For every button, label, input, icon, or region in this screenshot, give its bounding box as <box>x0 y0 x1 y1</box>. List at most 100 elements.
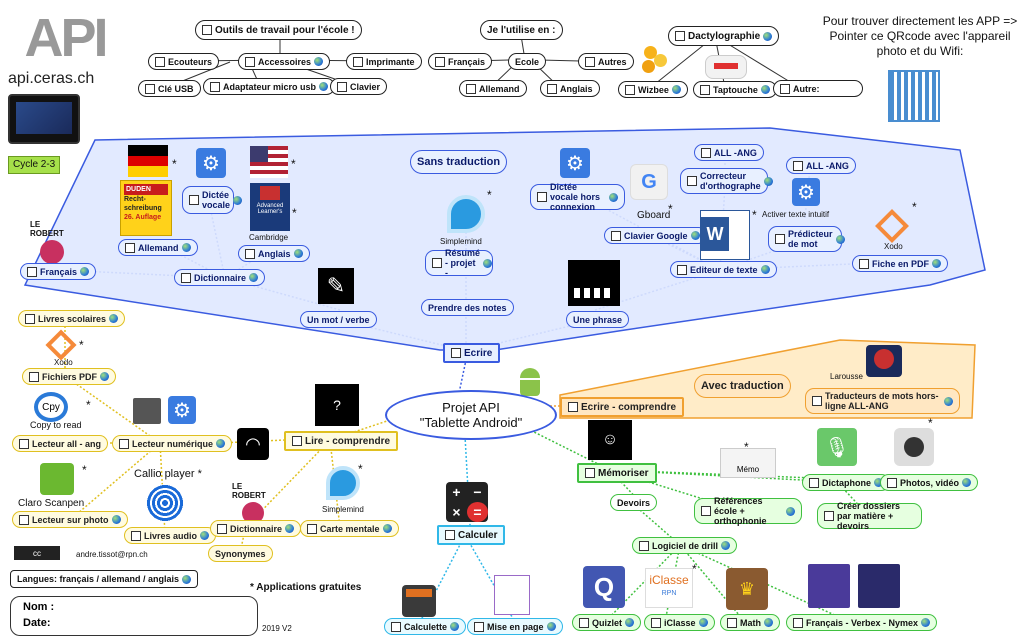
dictee-hors-node[interactable]: Dictée vocale hors connexion <box>530 182 625 212</box>
francais-top-node[interactable]: Français <box>428 53 493 70</box>
calculer-root-node[interactable]: Calculer <box>437 525 506 545</box>
flag-germany-icon <box>128 145 168 177</box>
reading-person-icon: ? <box>315 384 359 426</box>
livres-scolaires-node[interactable]: Livres scolaires <box>18 310 126 327</box>
calculette-node[interactable]: Calculette <box>384 618 467 635</box>
gear-icon: ⚙ <box>792 178 820 206</box>
autres-node[interactable]: Autres <box>578 53 634 70</box>
quizlet-logo: Q <box>583 566 625 608</box>
fiche-pdf-node[interactable]: Fiche en PDF <box>852 255 949 272</box>
resume-node[interactable]: Résumé - projet - <box>425 248 493 278</box>
xodo-logo <box>875 209 912 243</box>
robert-logo: LE ROBERT <box>30 220 74 264</box>
anglais-node[interactable]: Anglais <box>238 245 310 262</box>
wizbee-node[interactable]: Wizbee <box>618 81 688 98</box>
allemand-node[interactable]: Allemand <box>118 239 198 256</box>
copy-label: Copy to read <box>30 420 82 430</box>
sans-traduction-node[interactable]: Sans traduction <box>410 150 508 174</box>
creer-dossiers-node[interactable]: Créer dossiers par matière + devoirs <box>817 501 922 531</box>
traducteurs-node[interactable]: Traducteurs de mots hors-ligne ALL-ANG <box>805 388 960 414</box>
carte-mentale-node[interactable]: Carte mentale <box>300 520 399 537</box>
outils-title[interactable]: Outils de travail pour l'école ! <box>195 20 362 40</box>
calculette-icon <box>402 585 436 617</box>
dictionnaire-lire-node[interactable]: Dictionnaire <box>210 520 302 537</box>
ecole-node[interactable]: Ecole <box>508 53 547 70</box>
free-star: * <box>912 200 917 214</box>
predicteur-node[interactable]: Prédicteur de mot <box>768 226 845 252</box>
cle-usb-node[interactable]: Clé USB <box>138 80 201 97</box>
lecteur-photo-node[interactable]: Lecteur sur photo <box>12 511 128 528</box>
all-ang-1-node[interactable]: ALL -ANG <box>694 144 764 161</box>
memo-icon: Mémo <box>720 448 776 478</box>
free-star: * <box>692 562 697 576</box>
center-node[interactable]: Projet API "Tablette Android" <box>385 390 557 440</box>
dictionnaire-node[interactable]: Dictionnaire <box>174 269 266 286</box>
synonymes-node[interactable]: Synonymes <box>208 545 273 562</box>
dictaphone-node[interactable]: Dictaphone <box>802 474 891 491</box>
all-ang-2-node[interactable]: ALL -ANG <box>786 157 856 174</box>
mise-en-page-icon <box>494 575 530 615</box>
name-date-box[interactable]: Nom : Date: <box>10 596 258 636</box>
devoirs-node[interactable]: Devoirs <box>610 494 658 511</box>
iclasse-logo: iClasse RPN <box>645 568 693 608</box>
pencil-icon: ✎ <box>318 268 354 304</box>
memoriser-root-node[interactable]: Mémoriser <box>577 463 657 483</box>
utilise-title[interactable]: Je l'utilise en : <box>480 20 563 40</box>
references-node[interactable]: Références école + orthophonie <box>694 496 802 526</box>
lecteur-all-node[interactable]: Lecteur all - ang <box>12 435 109 452</box>
quizlet-node[interactable]: Quizlet <box>572 614 642 631</box>
robert-logo: LE ROBERT <box>232 482 274 524</box>
free-star: * <box>752 208 757 222</box>
activer-label: Activer texte intuitif <box>762 210 830 219</box>
free-star: * <box>487 188 492 202</box>
advanced-learners-icon: Advanced Learner's <box>250 183 290 231</box>
taptouche-node[interactable]: Taptouche <box>693 81 777 98</box>
dactylo-title[interactable]: Dactylographie <box>668 26 780 46</box>
accessoires-node[interactable]: Accessoires <box>238 53 331 70</box>
checkbox[interactable] <box>202 25 212 35</box>
photos-node[interactable]: Photos, vidéo <box>880 474 979 491</box>
allemand-top-node[interactable]: Allemand <box>459 80 527 97</box>
autre-node[interactable]: Autre: <box>773 80 863 97</box>
ecrire-comprendre-node[interactable]: Ecrire - comprendre <box>560 397 685 417</box>
duden-book-icon: DUDEN Recht-schreibung 26. Auflage <box>120 180 172 236</box>
francais-verbex-node[interactable]: Français - Verbex - Nymex <box>786 614 938 631</box>
lire-root-node[interactable]: Lire - comprendre <box>284 431 399 451</box>
logiciel-drill-node[interactable]: Logiciel de drill <box>632 537 738 554</box>
editeur-node[interactable]: Editeur de texte <box>670 261 777 278</box>
math-node[interactable]: Math <box>720 614 780 631</box>
clavier-google-node[interactable]: Clavier Google <box>604 227 707 244</box>
livres-audio-node[interactable]: Livres audio <box>124 527 217 544</box>
gratuit-note: * Applications gratuites <box>250 582 362 593</box>
xodo-label: Xodo <box>54 358 73 367</box>
ecrire-root-node[interactable]: Ecrire <box>443 343 501 363</box>
anglais-top-node[interactable]: Anglais <box>540 80 600 97</box>
imprimante-node[interactable]: Imprimante <box>346 53 422 70</box>
fichiers-pdf-node[interactable]: Fichiers PDF <box>22 368 117 385</box>
free-star: * <box>292 206 297 220</box>
langues-node[interactable]: Langues: français / allemand / anglais <box>10 570 199 588</box>
author-email[interactable]: andre.tissot@rpn.ch <box>76 550 148 559</box>
prendre-notes-node[interactable]: Prendre des notes <box>421 299 514 316</box>
ecouteurs-node[interactable]: Ecouteurs <box>148 53 220 70</box>
francais-node[interactable]: Français <box>20 263 97 280</box>
lecteur-num-node[interactable]: Lecteur numérique <box>112 435 233 452</box>
une-phrase-node[interactable]: Une phrase <box>566 311 630 328</box>
iclasse-node[interactable]: iClasse <box>644 614 715 631</box>
correcteur-node[interactable]: Correcteur d'orthographe <box>680 168 773 194</box>
android-icon <box>517 368 543 398</box>
claro-logo <box>40 463 74 495</box>
calculator-icon: +−×= <box>446 482 488 522</box>
site-url[interactable]: api.ceras.ch <box>8 70 95 87</box>
mise-en-page-node[interactable]: Mise en page <box>467 618 563 635</box>
avec-traduction-node[interactable]: Avec traduction <box>694 374 791 398</box>
taptouche-logo <box>705 55 747 79</box>
gboard-label: Gboard <box>637 210 671 221</box>
un-mot-node[interactable]: Un mot / verbe <box>300 311 377 328</box>
clavier-node[interactable]: Clavier <box>330 78 388 95</box>
api-logo: API <box>24 8 108 68</box>
qr-code[interactable] <box>888 70 940 122</box>
dictee-vocale-node[interactable]: Dictée vocale <box>182 186 243 214</box>
adaptateur-node[interactable]: Adaptateur micro usb <box>203 78 336 95</box>
verbex-logo <box>808 564 850 608</box>
